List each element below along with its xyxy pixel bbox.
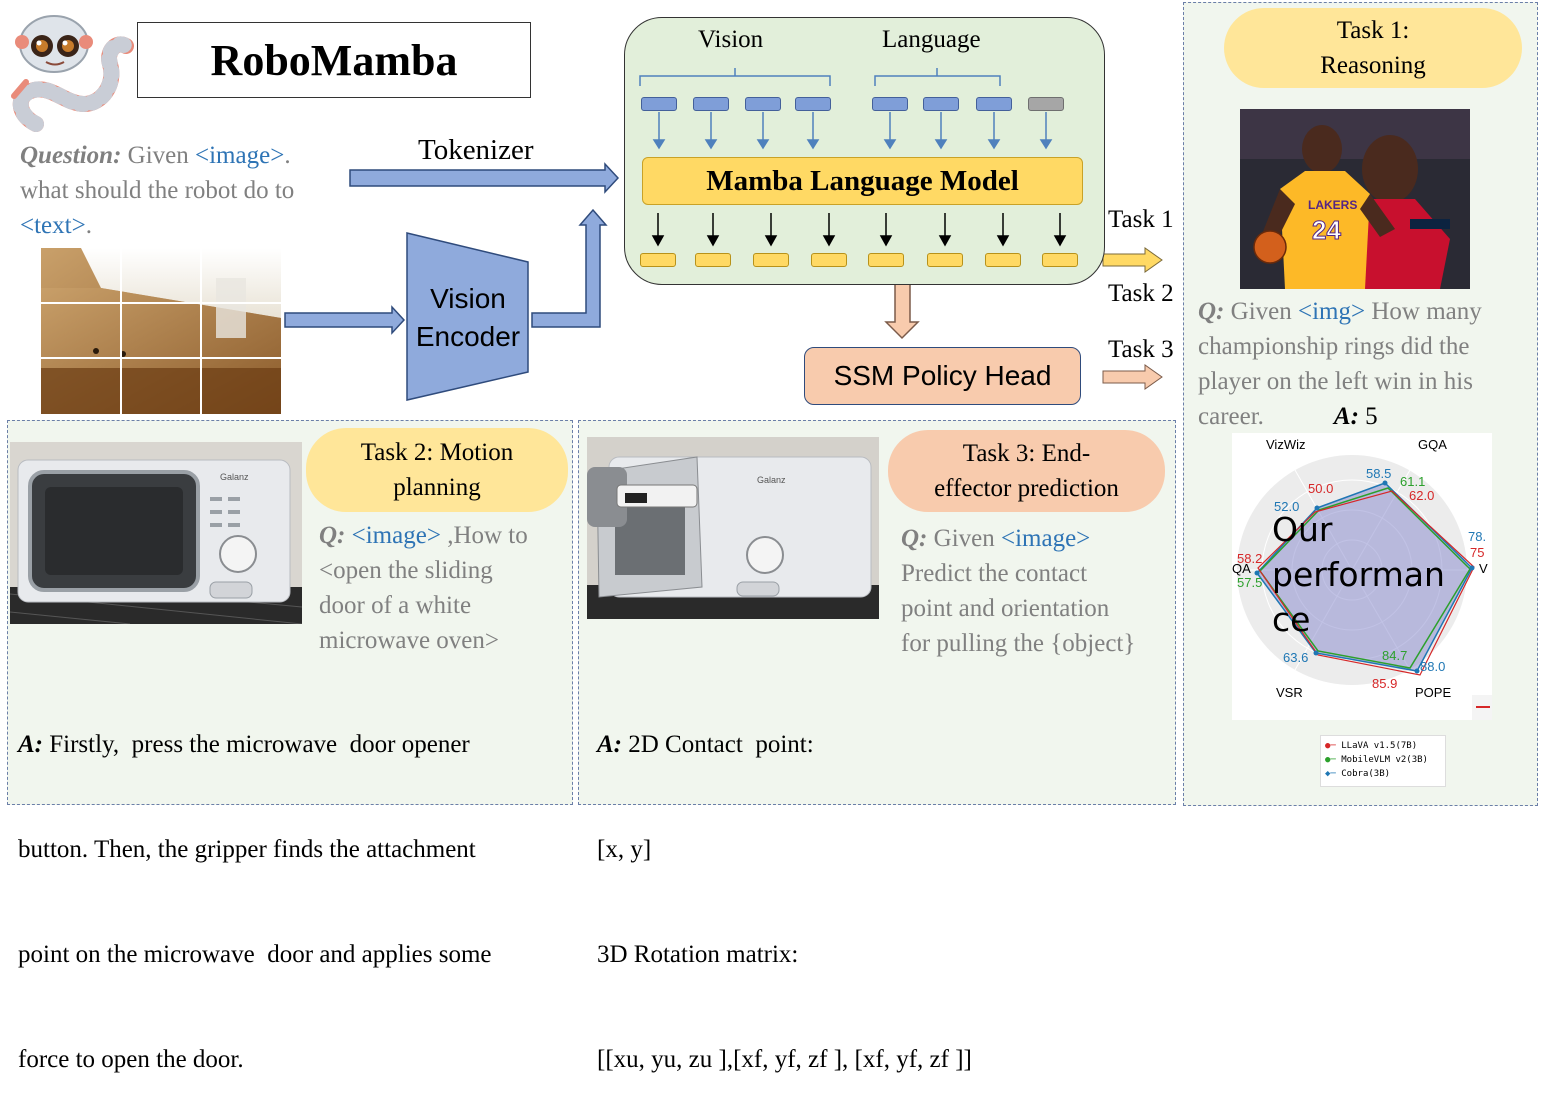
vision-token [641, 97, 677, 111]
question-label: Question: [20, 142, 122, 169]
radar-value: 58.2 [1237, 551, 1263, 566]
jersey-text: LAKERS [1308, 198, 1357, 212]
radar-legend: ●─ LLaVA v1.5(7B) ●─ MobileVLM v2(3B) ◆─… [1320, 735, 1446, 787]
radar-value: 61.1 [1400, 474, 1426, 489]
radar-axis-vsr: VSR [1276, 685, 1303, 700]
image-tag: <image> [345, 522, 441, 549]
radar-axis-pope: POPE [1415, 685, 1452, 700]
robot-mascot-icon [11, 15, 134, 132]
vision-encoder-label: Vision Encoder [415, 283, 521, 352]
img-tag: <img> [1298, 298, 1366, 325]
task1-q-label: Q: [1198, 298, 1225, 325]
tokenizer-label: Tokenizer [418, 134, 534, 166]
task1-answer: 5 [1358, 403, 1378, 430]
language-token [872, 97, 908, 111]
output-token [985, 253, 1021, 267]
vision-token [693, 97, 729, 111]
output-token [927, 253, 963, 267]
radar-value: 88.0 [1420, 659, 1446, 674]
radar-value: 62.0 [1409, 488, 1435, 503]
vision-encoder-shape [406, 232, 529, 401]
task3-pill: Task 3: End-effector prediction [888, 430, 1165, 512]
task1-pill: Task 1:Reasoning [1224, 8, 1522, 88]
radar-value: 75 [1470, 545, 1485, 560]
radar-value: 58.5 [1366, 466, 1392, 481]
output-token [811, 253, 847, 267]
output-token [695, 253, 731, 267]
language-model-container [624, 17, 1105, 285]
special-token [1028, 97, 1064, 111]
jersey-number: 24 [1312, 215, 1341, 245]
radar-chart: VizWiz GQA V POPE VSR QA 58.5 61.1 62.0 … [1232, 433, 1492, 720]
task2-output-label: Task 2 [1108, 280, 1174, 307]
task3-output-label: Task 3 [1108, 336, 1174, 363]
microwave-brand: Galanz [757, 475, 786, 485]
language-token [923, 97, 959, 111]
output-token [640, 253, 676, 267]
ssm-policy-head: SSM Policy Head [804, 347, 1081, 405]
task2-a-label: A: [18, 731, 43, 758]
question-text: Question: Given <image>. what should the… [20, 142, 295, 239]
radar-axis-v: V [1479, 561, 1488, 576]
language-token-label: Language [882, 26, 981, 53]
radar-value: 57.5 [1237, 575, 1263, 590]
task3-q-label: Q: [901, 525, 928, 552]
task1-a-label: A: [1333, 403, 1359, 430]
mamba-language-model: Mamba Language Model [642, 157, 1083, 205]
radar-axis-vizwiz: VizWiz [1266, 437, 1306, 452]
radar-value: 78. [1468, 529, 1487, 544]
radar-value: 52.0 [1274, 499, 1300, 514]
gripper-microwave-image: Galanz [587, 437, 879, 619]
task3-question: Q: Given <image> Predict the contact poi… [901, 525, 1136, 657]
output-token [868, 253, 904, 267]
task2-question: Q: <image> ,How to <open the sliding doo… [319, 522, 528, 654]
radar-value: 50.0 [1308, 481, 1334, 496]
radar-overlay-text: Our performan ce [1272, 510, 1445, 639]
text-tag: <text> [20, 212, 86, 239]
output-token [1042, 253, 1078, 267]
image-tag: <image> [195, 142, 285, 169]
flow-arrows [284, 162, 1163, 390]
microwave-image: Galanz [10, 442, 302, 624]
radar-value: 63.6 [1283, 650, 1309, 665]
vision-token [795, 97, 831, 111]
microwave-brand: Galanz [220, 472, 249, 482]
task1-output-label: Task 1 [1108, 206, 1174, 233]
token-braces [639, 68, 1067, 247]
image-tag: <image> [1001, 525, 1091, 552]
robot-scene-image [41, 248, 281, 414]
radar-value: 84.7 [1382, 648, 1408, 663]
task3-answer: A: 2D Contact point: [x, y] 3D Rotation … [597, 731, 972, 1073]
task3-a-label: A: [597, 731, 622, 758]
language-token [976, 97, 1012, 111]
task2-q-label: Q: [319, 522, 346, 549]
vision-token-label: Vision [698, 26, 764, 53]
radar-axis-qa: QA [1232, 561, 1251, 576]
vision-token [745, 97, 781, 111]
radar-axis-gqa: GQA [1418, 437, 1447, 452]
output-token [753, 253, 789, 267]
page-title: RoboMamba [137, 22, 531, 98]
basketball-image: LAKERS 24 [1240, 109, 1470, 289]
radar-value: 85.9 [1372, 676, 1398, 691]
task1-question: Q: Given <img> How many championship rin… [1198, 298, 1482, 430]
task2-answer: A: Firstly, press the microwave door ope… [18, 731, 492, 1073]
